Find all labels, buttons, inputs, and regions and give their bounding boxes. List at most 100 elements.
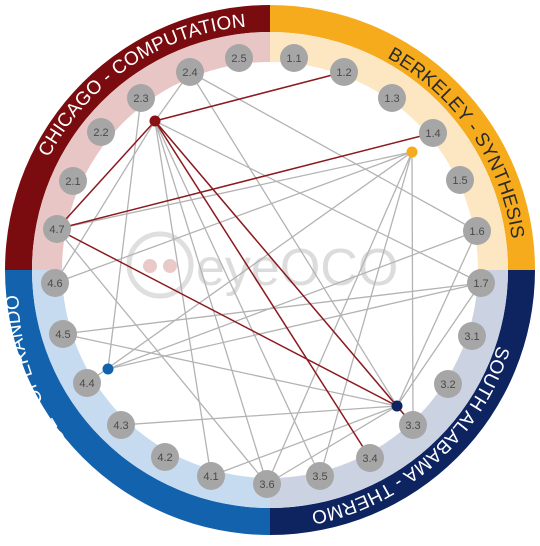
node-circle xyxy=(330,58,358,86)
node-circle xyxy=(87,118,115,146)
link-red-hub-chicago-3.3 xyxy=(154,120,414,426)
node-label: 4.1 xyxy=(203,471,218,483)
node-label: 3.5 xyxy=(312,471,327,483)
node-1-5: 1.5 xyxy=(446,166,474,194)
node-circle xyxy=(49,320,77,348)
node-label: 4.4 xyxy=(79,378,94,390)
link-gray-hub-south-alabama-4.5 xyxy=(62,333,398,407)
node-circle xyxy=(197,462,225,490)
link-red-hub-chicago-4.7 xyxy=(56,120,156,230)
node-circle xyxy=(356,444,384,472)
node-1-4: 1.4 xyxy=(419,119,447,147)
node-circle xyxy=(419,119,447,147)
link-gray-hub-ge-1.7 xyxy=(107,282,482,370)
node-circle xyxy=(41,269,69,297)
node-label: 2.3 xyxy=(133,93,148,105)
node-4-4: 4.4 xyxy=(73,369,101,397)
link-gray-hub-ge-1.6 xyxy=(107,230,478,370)
node-1-7: 1.7 xyxy=(467,269,495,297)
node-label: 2.4 xyxy=(182,67,197,79)
link-gray-hub-chicago-3.5 xyxy=(154,120,321,477)
node-label: 2.1 xyxy=(65,176,80,188)
node-1-6: 1.6 xyxy=(463,217,491,245)
link-gray-hub-berkeley-4.4 xyxy=(86,151,413,384)
node-3-3: 3.3 xyxy=(399,411,427,439)
hub-south-alabama-dot xyxy=(391,400,403,412)
node-circle xyxy=(225,44,253,72)
link-gray-hub-berkeley-4.6 xyxy=(54,151,413,284)
link-gray-4.7-3.6 xyxy=(56,228,268,485)
node-label: 2.2 xyxy=(93,127,108,139)
node-1-2: 1.2 xyxy=(330,58,358,86)
node-2-2: 2.2 xyxy=(87,118,115,146)
hub-chicago-dot xyxy=(149,115,161,127)
node-circle xyxy=(280,44,308,72)
node-circle xyxy=(107,411,135,439)
link-gray-hub-south-alabama-4.1 xyxy=(210,405,398,477)
node-circle xyxy=(127,84,155,112)
node-label: 3.1 xyxy=(464,331,479,343)
ge-ring-segment xyxy=(5,270,270,535)
link-red-4.7-1.4 xyxy=(56,132,434,230)
node-circle xyxy=(253,470,281,498)
link-gray-hub-berkeley-3.6 xyxy=(266,151,413,485)
node-layer: 2.1 2.2 2.3 2.4 2.5 1.1 1.2 1.3 1.4 1.5 1.6 1.7 3.1 3… xyxy=(41,44,495,498)
node-circle xyxy=(176,58,204,86)
node-4-5: 4.5 xyxy=(49,320,77,348)
link-gray-hub-chicago-3.6 xyxy=(154,120,268,485)
node-circle xyxy=(73,369,101,397)
link-gray-hub-south-alabama-1.6 xyxy=(396,230,478,407)
watermark-eye-pupil-left xyxy=(143,259,157,273)
node-circle xyxy=(151,443,179,471)
link-gray-hub-chicago-4.1 xyxy=(154,120,212,477)
node-4-1: 4.1 xyxy=(197,462,225,490)
node-label: 3.2 xyxy=(440,379,455,391)
south-alabama-ring-segment xyxy=(270,270,535,535)
node-circle xyxy=(378,84,406,112)
node-3-5: 3.5 xyxy=(306,462,334,490)
node-4-3: 4.3 xyxy=(107,411,135,439)
node-label: 2.5 xyxy=(231,53,246,65)
node-label: 3.4 xyxy=(362,453,377,465)
link-red-hub-chicago-1.2 xyxy=(154,71,345,122)
watermark-eye-icon xyxy=(126,231,194,299)
link-gray-hub-berkeley-4.7 xyxy=(56,151,413,230)
node-label: 1.3 xyxy=(384,93,399,105)
node-3-6: 3.6 xyxy=(253,470,281,498)
chicago-ring-segment xyxy=(5,5,270,270)
hub-ge-dot xyxy=(102,363,114,375)
node-label: 4.5 xyxy=(55,329,70,341)
node-circle xyxy=(59,167,87,195)
node-label: 3.6 xyxy=(259,479,274,491)
node-circle xyxy=(446,166,474,194)
node-1-3: 1.3 xyxy=(378,84,406,112)
node-circle xyxy=(399,411,427,439)
link-gray-hub-south-alabama-4.3 xyxy=(120,405,398,426)
node-circle xyxy=(458,322,486,350)
link-gray-hub-berkeley-3.5 xyxy=(319,151,413,477)
node-label: 4.7 xyxy=(49,224,64,236)
node-1-1: 1.1 xyxy=(280,44,308,72)
node-label: 1.5 xyxy=(452,175,467,187)
node-circle xyxy=(434,370,462,398)
node-2-1: 2.1 xyxy=(59,167,87,195)
link-red-4.7-hub-south-alabama xyxy=(56,228,398,407)
node-3-1: 3.1 xyxy=(458,322,486,350)
node-3-2: 3.2 xyxy=(434,370,462,398)
node-circle xyxy=(467,269,495,297)
watermark-eye-pupil-right xyxy=(163,259,177,273)
node-4-7: 4.7 xyxy=(43,215,71,243)
node-2-3: 2.3 xyxy=(127,84,155,112)
hub-layer xyxy=(102,115,418,412)
node-label: 4.2 xyxy=(157,452,172,464)
node-label: 3.3 xyxy=(405,420,420,432)
node-2-5: 2.5 xyxy=(225,44,253,72)
link-gray-hub-chicago-1.7 xyxy=(154,120,482,284)
node-label: 1.4 xyxy=(425,128,440,140)
link-gray-hub-chicago-4.6 xyxy=(54,120,156,284)
link-gray-4.5-1.7 xyxy=(62,282,482,335)
link-gray-hub-south-alabama-1.7 xyxy=(396,282,482,407)
hub-berkeley-dot xyxy=(406,146,418,158)
